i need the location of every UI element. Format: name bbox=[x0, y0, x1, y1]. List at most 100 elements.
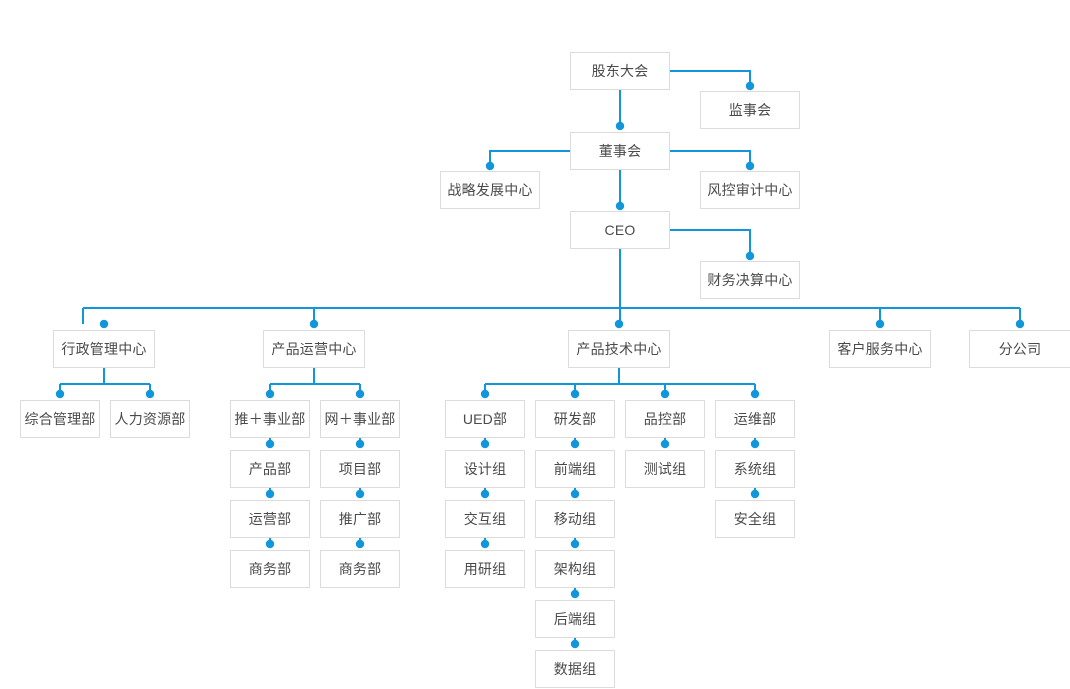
org-node-n9[interactable]: 产品技术中心 bbox=[568, 330, 670, 368]
connector-dot-n5 bbox=[615, 201, 625, 211]
org-node-n31[interactable]: 数据组 bbox=[535, 650, 615, 688]
org-node-label: 网＋事业部 bbox=[324, 411, 396, 427]
org-node-n27[interactable]: 前端组 bbox=[535, 450, 615, 488]
org-node-label: 测试组 bbox=[643, 461, 687, 477]
connector-elbow-n2-n4 bbox=[670, 150, 751, 165]
connector-bus-bus-admin bbox=[59, 368, 151, 394]
connector-dot-n8 bbox=[309, 319, 319, 329]
org-node-n20[interactable]: 推广部 bbox=[320, 500, 400, 538]
org-node-n23[interactable]: 设计组 bbox=[445, 450, 525, 488]
connector-dot-n10 bbox=[875, 319, 885, 329]
connector-dot-n35 bbox=[750, 439, 760, 449]
org-node-label: 财务决算中心 bbox=[707, 272, 793, 288]
connector-elbow-n2-n3 bbox=[489, 150, 570, 165]
org-node-n11[interactable]: 分公司 bbox=[969, 330, 1070, 368]
connector-dot-n22 bbox=[480, 389, 490, 399]
connector-dot-n6 bbox=[745, 251, 755, 261]
connector-dot-n27 bbox=[570, 439, 580, 449]
org-node-label: 战略发展中心 bbox=[447, 182, 533, 198]
org-node-n6[interactable]: 财务决算中心 bbox=[700, 261, 800, 299]
org-node-n21[interactable]: 商务部 bbox=[320, 550, 400, 588]
connector-dot-n15 bbox=[265, 439, 275, 449]
connector-dot-n32 bbox=[660, 389, 670, 399]
org-node-label: 行政管理中心 bbox=[61, 341, 147, 357]
connector-dot-n31 bbox=[570, 639, 580, 649]
org-node-label: 推广部 bbox=[338, 511, 382, 527]
org-node-label: 客户服务中心 bbox=[837, 341, 923, 357]
connector-bus-bus-ops bbox=[269, 368, 361, 394]
org-node-n18[interactable]: 网＋事业部 bbox=[320, 400, 400, 438]
org-node-label: 运维部 bbox=[733, 411, 777, 427]
org-node-n26[interactable]: 研发部 bbox=[535, 400, 615, 438]
org-node-n14[interactable]: 推＋事业部 bbox=[230, 400, 310, 438]
connector-dot-n21 bbox=[355, 539, 365, 549]
org-node-n34[interactable]: 运维部 bbox=[715, 400, 795, 438]
org-node-n13[interactable]: 人力资源部 bbox=[110, 400, 190, 438]
connector-dot-n33 bbox=[660, 439, 670, 449]
connector-dot-n20 bbox=[355, 489, 365, 499]
org-node-n17[interactable]: 商务部 bbox=[230, 550, 310, 588]
org-node-label: 产品运营中心 bbox=[271, 341, 357, 357]
connector-dot-n25 bbox=[480, 539, 490, 549]
org-node-n16[interactable]: 运营部 bbox=[230, 500, 310, 538]
connector-dot-n17 bbox=[265, 539, 275, 549]
org-node-label: 综合管理部 bbox=[24, 411, 96, 427]
org-node-n1[interactable]: 监事会 bbox=[700, 91, 800, 129]
org-node-label: 架构组 bbox=[553, 561, 597, 577]
org-node-label: 推＋事业部 bbox=[234, 411, 306, 427]
org-node-n12[interactable]: 综合管理部 bbox=[20, 400, 100, 438]
org-node-label: 产品部 bbox=[248, 461, 292, 477]
org-node-n35[interactable]: 系统组 bbox=[715, 450, 795, 488]
org-node-n28[interactable]: 移动组 bbox=[535, 500, 615, 538]
org-node-n33[interactable]: 测试组 bbox=[625, 450, 705, 488]
org-node-label: 董事会 bbox=[598, 143, 642, 159]
org-node-label: 监事会 bbox=[728, 102, 772, 118]
connector-dot-n34 bbox=[750, 389, 760, 399]
org-node-label: 用研组 bbox=[463, 561, 507, 577]
org-node-n4[interactable]: 风控审计中心 bbox=[700, 171, 800, 209]
connector-dot-n9 bbox=[614, 319, 624, 329]
org-node-n19[interactable]: 项目部 bbox=[320, 450, 400, 488]
org-node-n2[interactable]: 董事会 bbox=[570, 132, 670, 170]
connector-dot-n3 bbox=[485, 161, 495, 171]
org-node-n25[interactable]: 用研组 bbox=[445, 550, 525, 588]
connector-bus-bus-main bbox=[82, 307, 1021, 324]
org-node-label: 系统组 bbox=[733, 461, 777, 477]
org-node-n5[interactable]: CEO bbox=[570, 211, 670, 249]
org-node-label: 前端组 bbox=[553, 461, 597, 477]
org-node-n30[interactable]: 后端组 bbox=[535, 600, 615, 638]
org-node-label: 品控部 bbox=[643, 411, 687, 427]
org-node-n15[interactable]: 产品部 bbox=[230, 450, 310, 488]
org-node-n7[interactable]: 行政管理中心 bbox=[53, 330, 155, 368]
org-node-n0[interactable]: 股东大会 bbox=[570, 52, 670, 90]
connector-elbow-n5-n6 bbox=[670, 229, 751, 255]
org-node-n36[interactable]: 安全组 bbox=[715, 500, 795, 538]
org-node-label: 交互组 bbox=[463, 511, 507, 527]
org-node-label: 风控审计中心 bbox=[707, 182, 793, 198]
org-node-label: 研发部 bbox=[553, 411, 597, 427]
org-node-n3[interactable]: 战略发展中心 bbox=[440, 171, 540, 209]
connector-dot-n11 bbox=[1015, 319, 1025, 329]
org-node-label: 设计组 bbox=[463, 461, 507, 477]
org-node-label: 人力资源部 bbox=[114, 411, 186, 427]
org-node-n10[interactable]: 客户服务中心 bbox=[829, 330, 931, 368]
connector-dot-n18 bbox=[355, 389, 365, 399]
org-node-label: 移动组 bbox=[553, 511, 597, 527]
org-node-label: 产品技术中心 bbox=[576, 341, 662, 357]
connector-dot-n24 bbox=[480, 489, 490, 499]
connector-dot-n19 bbox=[355, 439, 365, 449]
org-node-n29[interactable]: 架构组 bbox=[535, 550, 615, 588]
org-node-label: 商务部 bbox=[338, 561, 382, 577]
connector-dot-n30 bbox=[570, 589, 580, 599]
org-node-label: 后端组 bbox=[553, 611, 597, 627]
org-node-n32[interactable]: 品控部 bbox=[625, 400, 705, 438]
connector-dot-n13 bbox=[145, 389, 155, 399]
org-node-n24[interactable]: 交互组 bbox=[445, 500, 525, 538]
org-node-label: 安全组 bbox=[733, 511, 777, 527]
connector-dot-n4 bbox=[745, 161, 755, 171]
connector-dot-n1 bbox=[745, 81, 755, 91]
org-node-label: UED部 bbox=[462, 411, 508, 427]
org-node-n22[interactable]: UED部 bbox=[445, 400, 525, 438]
org-node-label: 运营部 bbox=[248, 511, 292, 527]
org-node-n8[interactable]: 产品运营中心 bbox=[263, 330, 365, 368]
